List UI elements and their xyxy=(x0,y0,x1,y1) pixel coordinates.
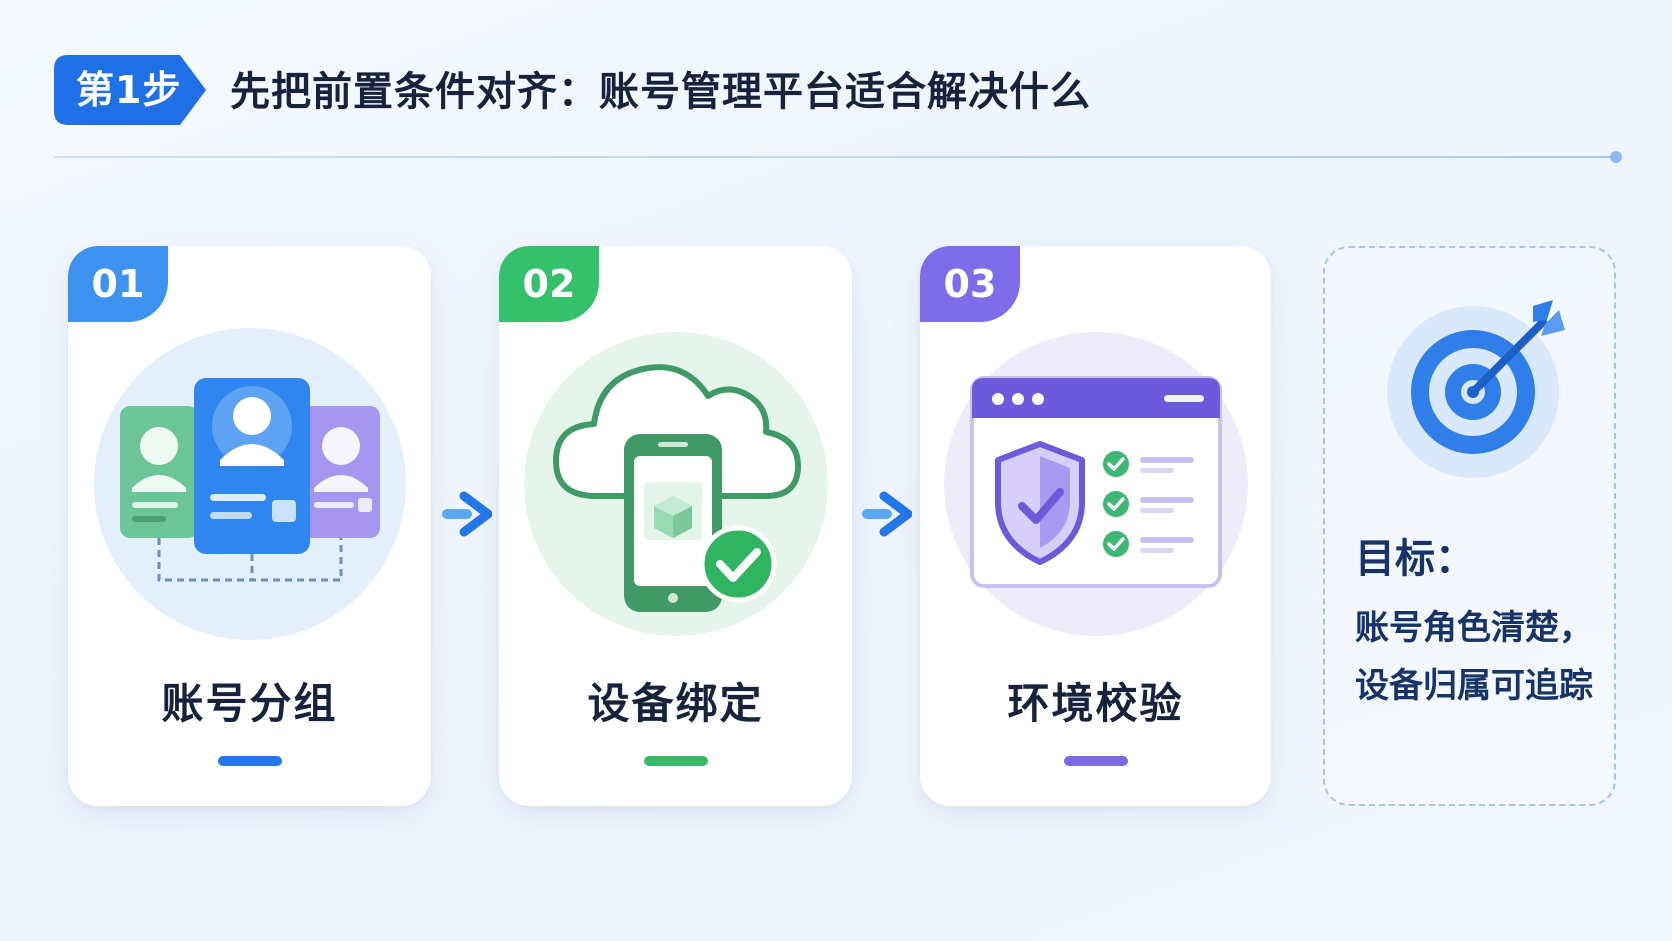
step-card-device-binding: 02 设备绑定 xyxy=(499,246,852,806)
goal-text-line: 账号角色清楚， xyxy=(1355,608,1593,648)
account-group-icon xyxy=(93,328,406,640)
arrow-right-icon xyxy=(862,491,912,537)
step-card-account-group: 01 账号分组 xyxy=(68,246,431,806)
step-accent-bar xyxy=(1063,756,1128,766)
step-accent-bar xyxy=(217,756,282,766)
step-label: 环境校验 xyxy=(1007,679,1184,728)
device-cloud-bind-icon xyxy=(523,332,828,636)
step-badge-label: 第1步 xyxy=(76,68,182,112)
environment-check-icon xyxy=(943,332,1248,636)
step-card-environment-check: 03 环境校验 xyxy=(920,246,1271,806)
header-divider xyxy=(54,156,1614,158)
page-title: 先把前置条件对齐：账号管理平台适合解决什么 xyxy=(230,69,1091,115)
step-number-badge: 01 xyxy=(68,246,168,322)
step-accent-bar xyxy=(643,756,708,766)
arrow-right-icon xyxy=(442,491,492,537)
step-label: 账号分组 xyxy=(161,679,338,728)
step-badge-shape xyxy=(54,55,206,125)
step-number-badge: 03 xyxy=(920,246,1020,322)
goal-title: 目标： xyxy=(1355,536,1475,582)
step-number-badge: 02 xyxy=(499,246,599,322)
target-icon xyxy=(1387,300,1565,478)
goal-text-line: 设备归属可追踪 xyxy=(1355,666,1593,706)
step-label: 设备绑定 xyxy=(587,679,764,728)
header-divider-dot xyxy=(1610,151,1622,163)
goal-panel: 目标： 账号角色清楚， 设备归属可追踪 xyxy=(1323,246,1616,806)
step-badge: 第1步 xyxy=(54,55,206,125)
